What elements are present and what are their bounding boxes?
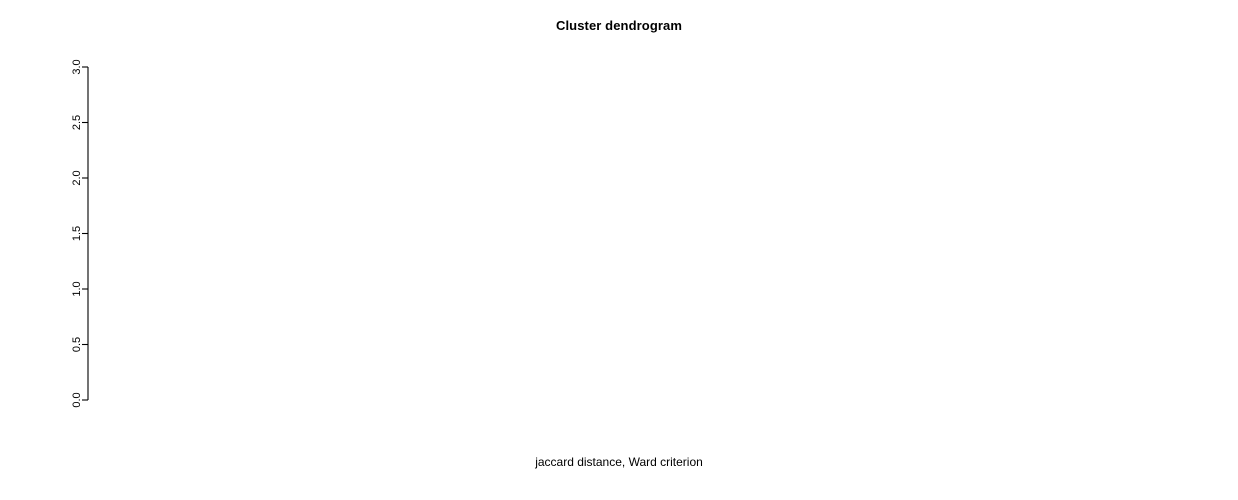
y-axis-tick-label: 0.0 [71, 392, 83, 407]
y-axis-tick-label: 1.5 [71, 226, 83, 241]
y-axis-tick-label: 3.0 [71, 59, 83, 74]
y-axis: 0.0 0.5 1.0 1.5 2.0 2.5 3.0 [71, 59, 89, 408]
y-axis-tick-label: 2.0 [71, 170, 83, 185]
page-title: Cluster dendrogram [555, 18, 683, 33]
y-axis-tick-label: 2.5 [71, 115, 83, 130]
y-axis-tick-label: 0.5 [71, 337, 83, 352]
y-axis-tick-label: 1.0 [71, 281, 83, 296]
x-axis-label: jaccard distance, Ward criterion [535, 455, 703, 469]
